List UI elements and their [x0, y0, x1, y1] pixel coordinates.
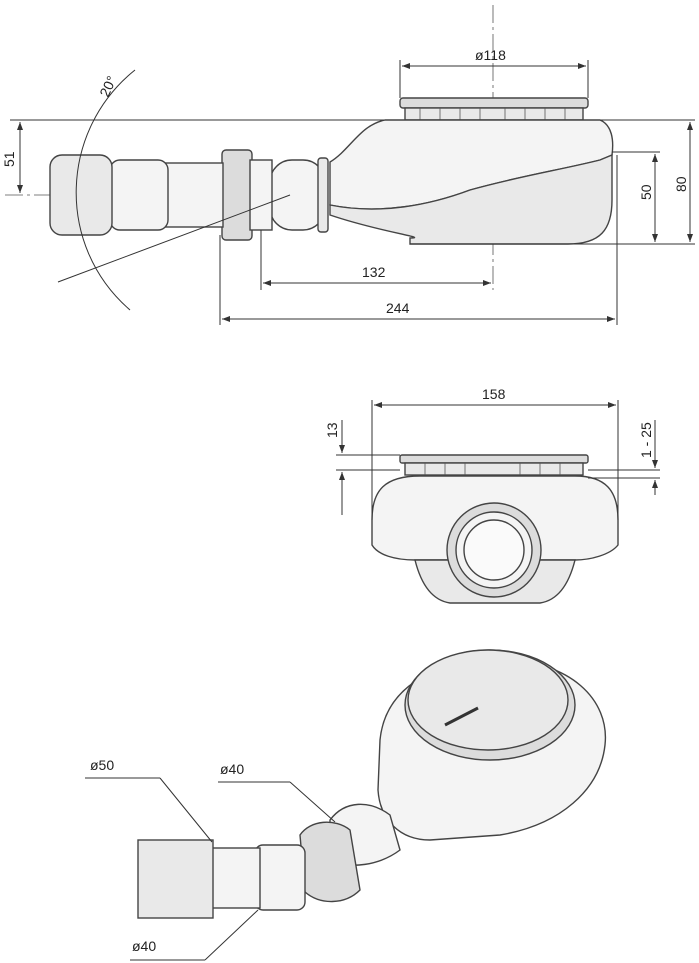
iso-pipe-sleeve [254, 844, 306, 911]
front-outlet-bore [463, 519, 525, 581]
trap-body-lower [329, 153, 613, 245]
iso-pipe-mid [209, 847, 261, 909]
label-40-top: ø40 [220, 761, 244, 777]
dim-244-label: 244 [386, 300, 410, 316]
leader-40-top-diagonal [289, 781, 336, 823]
dim-51-label: 51 [1, 151, 17, 167]
iso-view: ø50 ø40 ø40 [85, 649, 607, 961]
dim-50-label: 50 [638, 184, 654, 200]
leader-50-diagonal [159, 777, 213, 843]
nut-ring [221, 149, 253, 241]
outlet-bulb [269, 159, 326, 231]
outlet-ring [317, 157, 329, 233]
angle-arc [75, 69, 136, 311]
dim-80-label: 80 [673, 176, 689, 192]
leader-40-bottom-diagonal [204, 909, 259, 961]
cap-grille-slots [419, 108, 566, 120]
angle-line [57, 194, 291, 283]
dim-118-label: ø118 [475, 47, 506, 63]
label-50: ø50 [90, 757, 114, 773]
pipe-section [164, 162, 224, 228]
drain-cap-grille [404, 107, 584, 121]
side-view: 20° ø118 51 50 80 132 244 [1, 5, 695, 325]
dim-13-label: 13 [324, 422, 340, 438]
dim-adjust-label: 1 - 25 [638, 422, 654, 458]
pipe-elbow [109, 159, 169, 231]
iso-pipe-end [137, 839, 214, 919]
front-grille-slots [424, 463, 561, 475]
iso-cap [407, 649, 569, 751]
dim-angle-label: 20° [96, 73, 119, 99]
iso-cap-slot [444, 706, 479, 727]
front-view: 158 13 1 - 25 [324, 386, 660, 604]
label-40-bottom: ø40 [132, 938, 156, 954]
front-cap-top [399, 454, 589, 464]
front-cap-grille [404, 462, 584, 476]
nut-body [249, 159, 273, 231]
iso-nut [299, 821, 361, 903]
drain-cap-top [399, 97, 589, 109]
pipe-end [49, 154, 113, 236]
dim-158-label: 158 [482, 386, 506, 402]
dim-132-label: 132 [362, 264, 386, 280]
